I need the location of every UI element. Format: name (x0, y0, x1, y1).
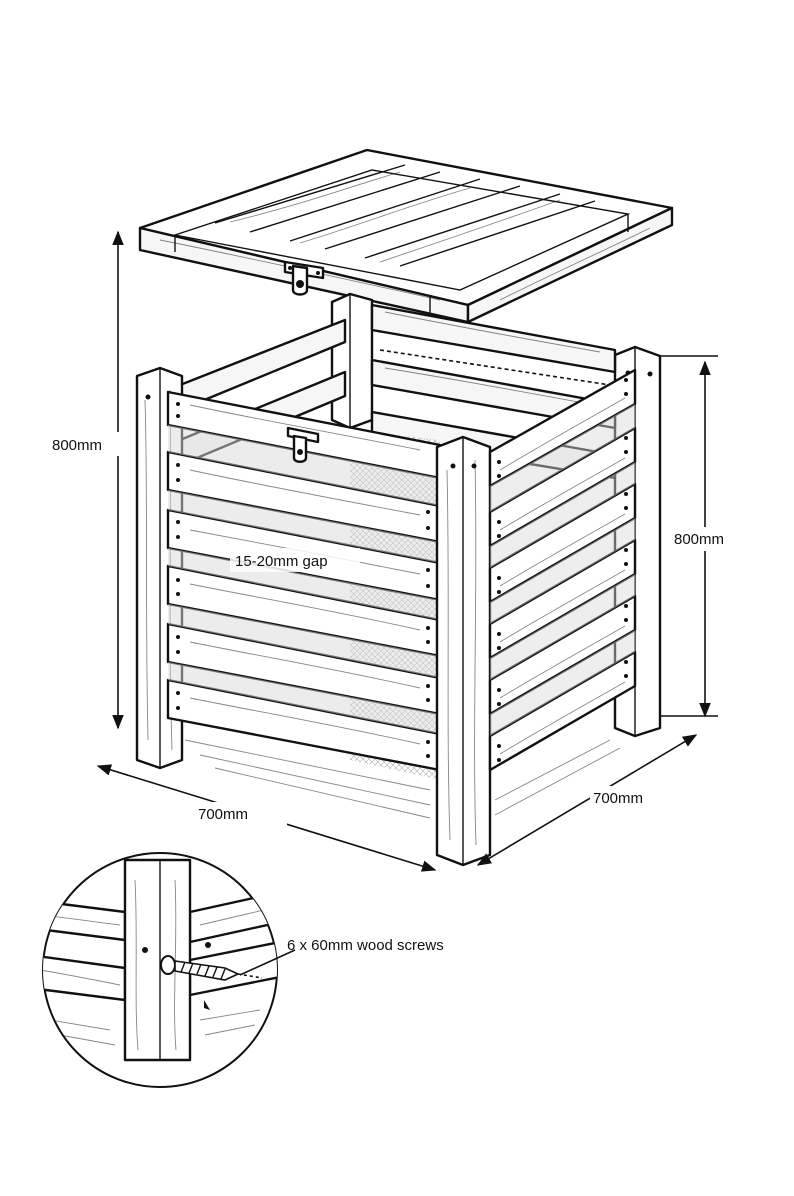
depth-side-label: 700mm (593, 790, 643, 807)
hasp-latch-icon (283, 260, 325, 296)
height-right-label: 800mm (674, 531, 724, 548)
height-left-label: 800mm (52, 437, 102, 454)
width-front-label: 700mm (198, 806, 248, 823)
front-slats (166, 390, 442, 772)
dimension-depth-side: 700mm (476, 734, 698, 866)
slat-gap-annotation: 15-20mm gap (230, 548, 360, 572)
front-right-post (435, 435, 492, 867)
wood-screw-icon (160, 955, 263, 981)
slat-gap-label: 15-20mm gap (235, 553, 328, 570)
screw-leader-line (239, 949, 296, 976)
right-side-slats (488, 368, 637, 772)
screw-detail-inset (42, 852, 278, 1088)
screw-label: 6 x 60mm wood screws (287, 937, 444, 954)
dimension-width-front: 700mm (96, 764, 437, 872)
back-left-post (330, 292, 374, 430)
dimension-height-left: 800mm (50, 230, 130, 730)
dimension-height-right: 800mm (660, 355, 752, 718)
hasp-staple-icon (286, 426, 320, 463)
lid (138, 148, 674, 324)
